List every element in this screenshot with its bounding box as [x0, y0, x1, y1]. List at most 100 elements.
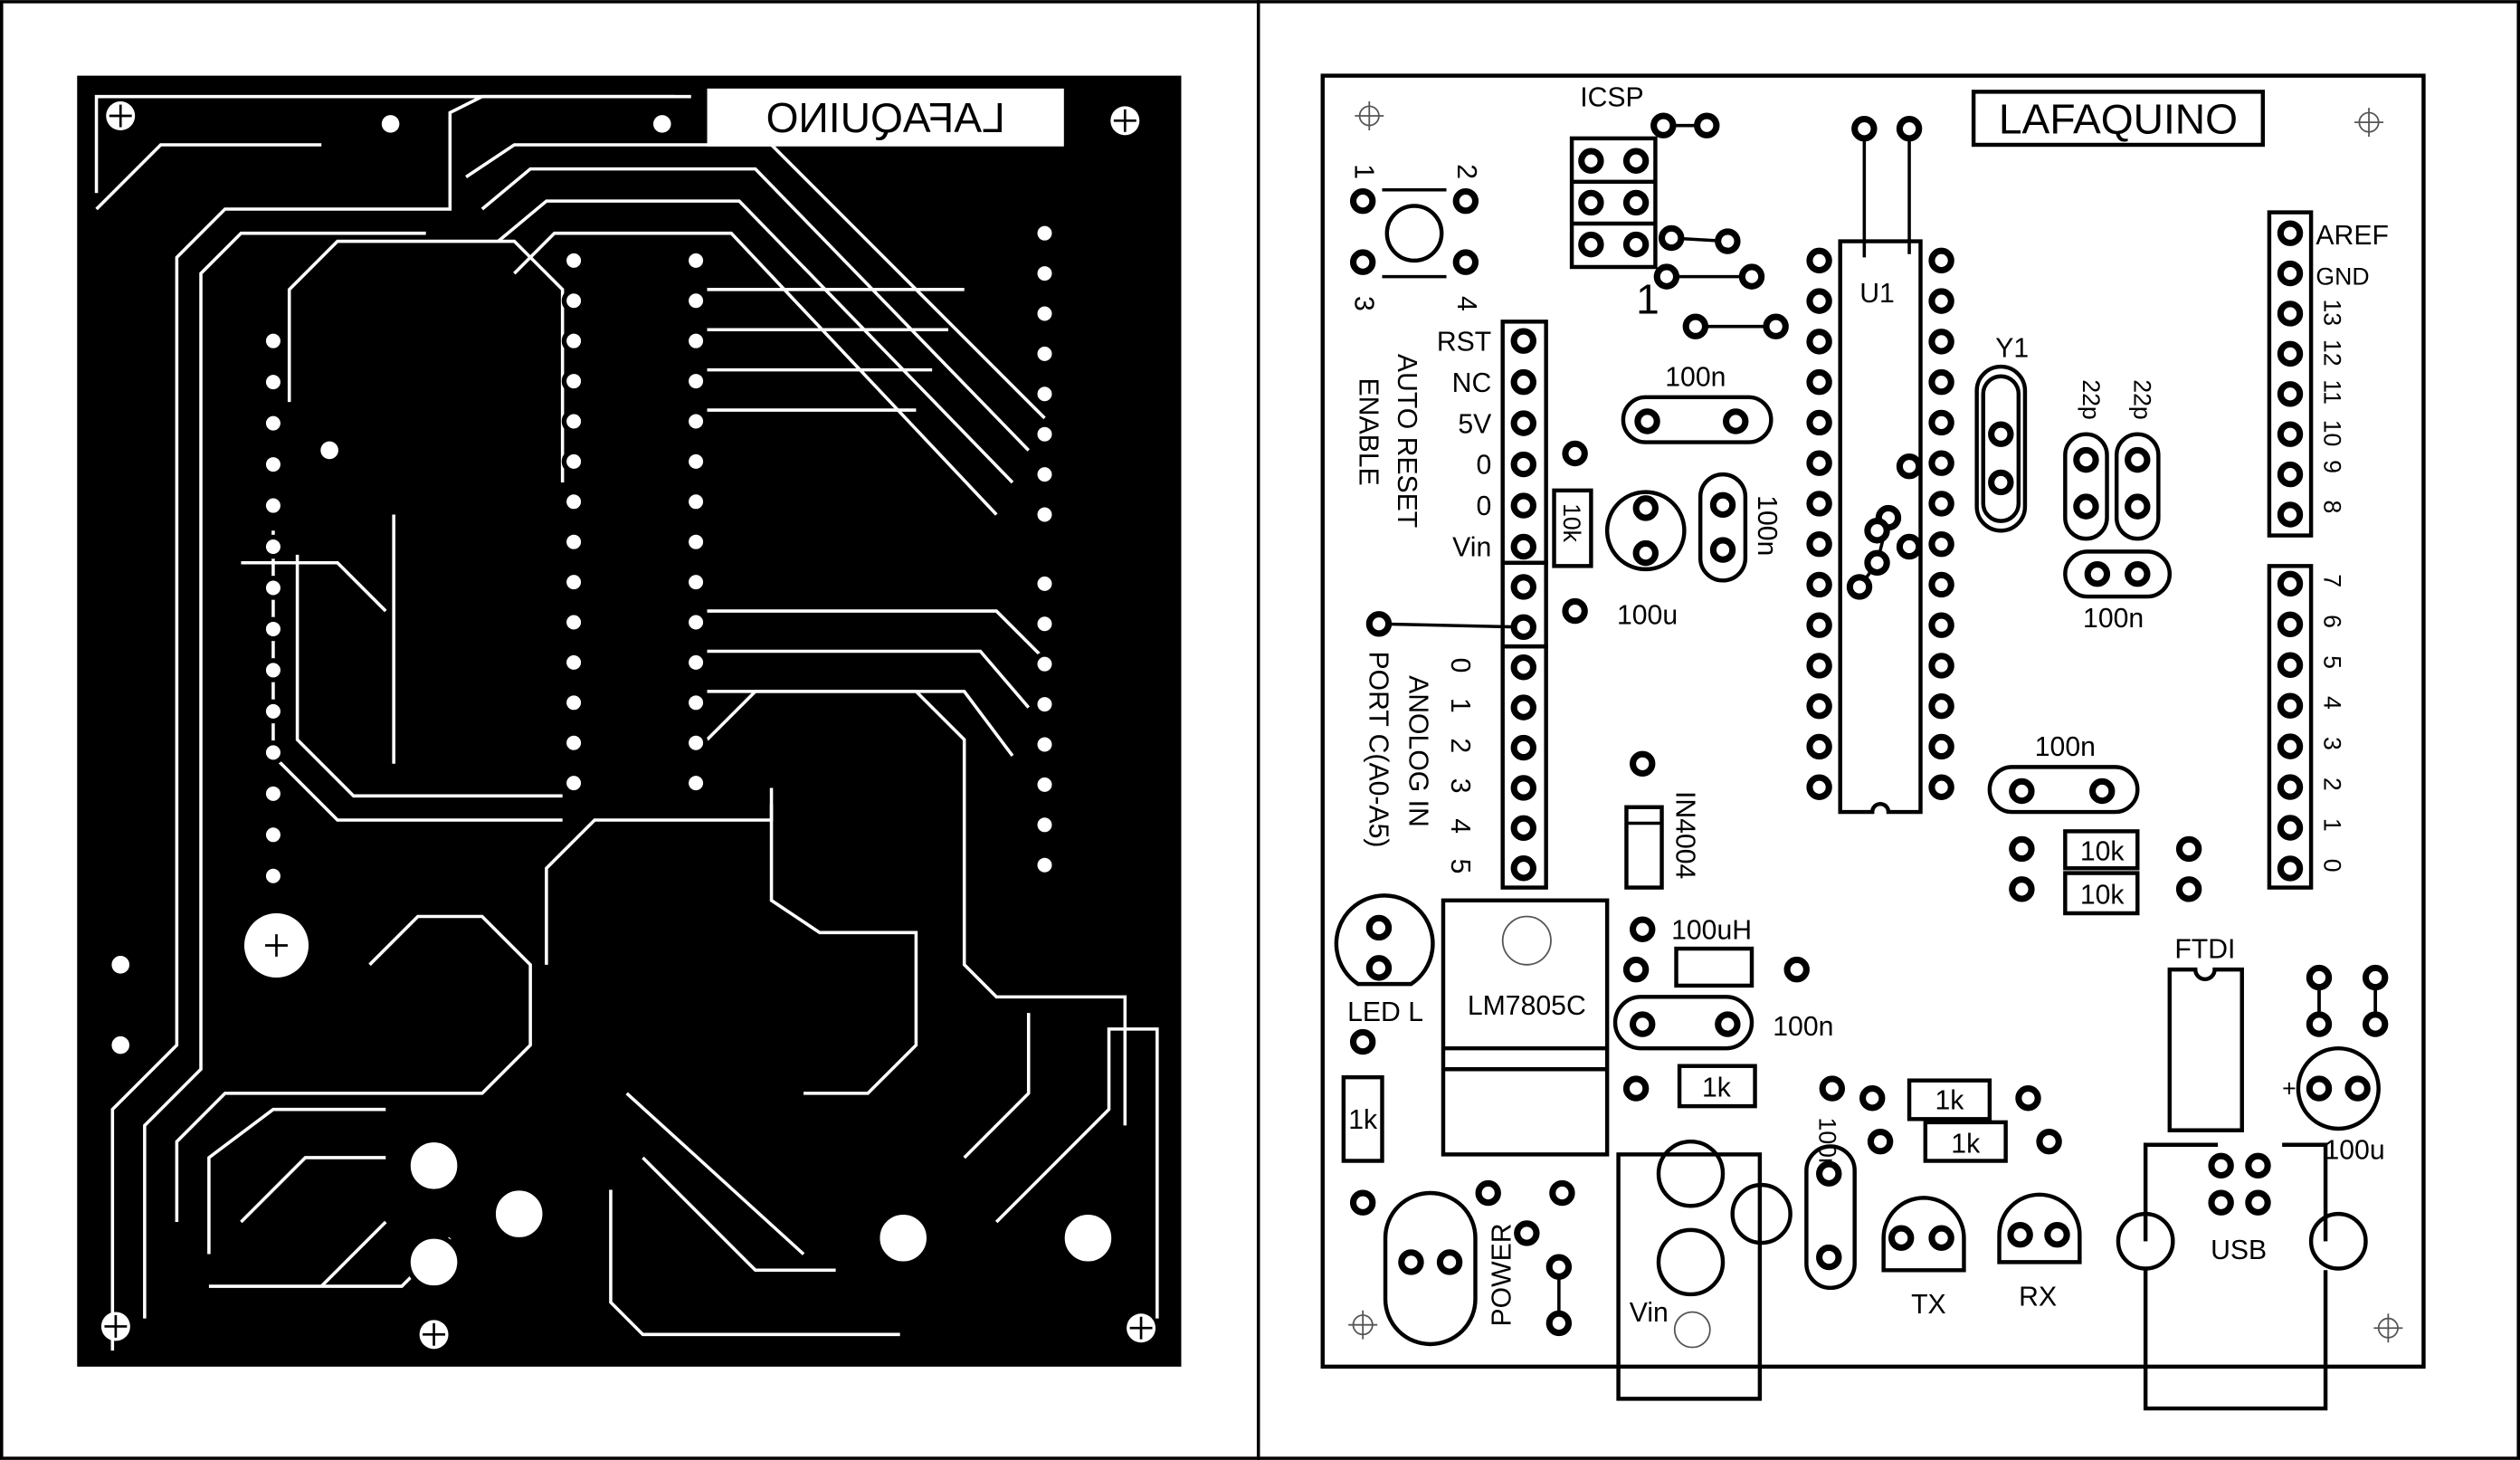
- header-pad: [261, 411, 286, 435]
- r1k-a-outline: [1677, 1064, 1757, 1109]
- vin-jack-hole: [1730, 1182, 1793, 1245]
- pad: [1630, 750, 1656, 778]
- regulator-label: LM7805C: [1468, 991, 1586, 1021]
- pad: [2125, 561, 2151, 587]
- header-pad: [1032, 221, 1057, 245]
- vin-jack-hole: [1656, 1139, 1726, 1208]
- c-xtal-outline: [2063, 549, 2173, 599]
- digital-header-high: [2267, 210, 2314, 538]
- pad: [1682, 313, 1709, 339]
- copper-pad: [376, 110, 404, 138]
- analog-pin-label: 1: [1445, 698, 1475, 713]
- header-pad: [261, 369, 286, 395]
- header-pad: [261, 493, 286, 518]
- pad: [1806, 247, 1832, 274]
- copper-trace: [143, 231, 426, 1319]
- pad: [1510, 328, 1536, 354]
- pad: [1510, 492, 1536, 519]
- c-vin-outline: [1804, 1144, 1857, 1291]
- pad: [1816, 1160, 1842, 1187]
- pad: [1514, 1220, 1540, 1246]
- pad: [1715, 1011, 1741, 1037]
- diode-label: IN4004: [1670, 791, 1700, 879]
- copper-trace: [287, 239, 565, 482]
- header-pad: [1032, 732, 1057, 757]
- c-usb-label: 100u: [2324, 1136, 2384, 1166]
- c-mid-label: 100n: [2035, 732, 2096, 762]
- pad: [1632, 495, 1659, 521]
- regulator-hole: [1501, 915, 1552, 966]
- ftdi-outline: [2167, 967, 2244, 1132]
- pad: [1510, 855, 1536, 882]
- copper-trace: [175, 914, 532, 1223]
- ic-pad: [683, 569, 708, 595]
- copper-trace: [706, 690, 1127, 1126]
- digital-pin-label: 0: [2318, 859, 2345, 873]
- header-pad: [261, 822, 286, 847]
- header-pad: [1032, 611, 1057, 636]
- pad: [1510, 533, 1536, 560]
- silk-title: LAFAQUINO: [1999, 96, 2238, 143]
- pad: [1715, 228, 1741, 254]
- c-top-outline: [1621, 395, 1774, 444]
- pad: [2306, 964, 2333, 991]
- header-pad: [1032, 462, 1057, 487]
- pad: [1806, 288, 1832, 314]
- pad: [1806, 693, 1832, 720]
- pad: [1723, 408, 1749, 434]
- pad: [1510, 574, 1536, 600]
- power-pin-label: 0: [1476, 491, 1491, 521]
- pad: [1888, 1225, 1915, 1251]
- auto-reset-enable-label: ENABLE: [1354, 378, 1384, 486]
- c22b-label: 22p: [2129, 379, 2156, 419]
- header-pad: [1032, 422, 1057, 447]
- pad: [2277, 855, 2304, 882]
- analog-in-label: ANOLOG IN: [1403, 675, 1433, 827]
- rx-label: RX: [2019, 1282, 2057, 1312]
- header-pad: [261, 699, 286, 724]
- pad: [1928, 612, 1954, 638]
- copper-pad: [316, 436, 344, 464]
- ic-pad: [561, 650, 586, 675]
- pad: [1545, 1254, 1573, 1280]
- pad: [1709, 537, 1736, 563]
- vin-jack-hole: [1656, 1227, 1726, 1297]
- ic-pad: [561, 288, 586, 313]
- copper-title-mirrored: LAFAQUINO: [766, 94, 1005, 141]
- digital-pin-label: 1: [2318, 818, 2345, 832]
- pad: [2362, 964, 2389, 991]
- ic-pad: [561, 409, 586, 434]
- pad: [1632, 539, 1659, 567]
- digital-pin-label: 10: [2318, 420, 2345, 447]
- pad: [1864, 549, 1890, 576]
- pad: [1578, 148, 1604, 174]
- c-reg-label: 100n: [1773, 1012, 1833, 1042]
- pad: [1806, 368, 1832, 396]
- header-pad: [1032, 652, 1057, 676]
- pad: [1928, 774, 1954, 800]
- pad: [1928, 368, 1954, 396]
- inductor-label: 100uH: [1671, 915, 1752, 945]
- crosshair-icon: [109, 104, 132, 128]
- pad: [1806, 491, 1832, 517]
- pad: [2277, 570, 2304, 597]
- r1k-rx-outline: [1923, 1120, 2008, 1163]
- ic-pad: [683, 449, 708, 474]
- pad: [1928, 733, 1954, 760]
- pad: [1859, 1085, 1886, 1112]
- ic-pad: [683, 288, 708, 313]
- analog-pin-label: 4: [1445, 818, 1475, 834]
- pad: [2277, 421, 2304, 447]
- pad: [1928, 247, 1954, 274]
- pad: [1365, 955, 1393, 981]
- y1-label: Y1: [1995, 333, 2029, 363]
- c22b-outline: [2114, 432, 2161, 541]
- copper-pad: [107, 1031, 135, 1059]
- pad: [1510, 410, 1536, 436]
- copper-trace: [545, 787, 774, 965]
- pad: [1806, 409, 1832, 436]
- icsp-label: ICSP: [1580, 82, 1643, 112]
